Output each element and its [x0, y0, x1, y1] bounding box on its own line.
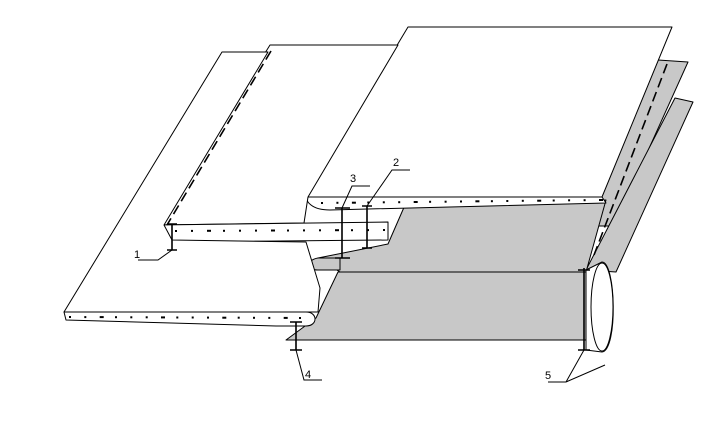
stitch-mark — [351, 229, 353, 232]
stitch-mark — [444, 200, 447, 203]
seam-line-left — [166, 50, 272, 226]
stitch-mark — [552, 199, 555, 202]
label-5: 5 — [545, 370, 551, 382]
stitch-mark — [351, 201, 356, 204]
stitch-mark — [335, 229, 339, 232]
stitch-mark — [145, 316, 148, 319]
stitch-mark — [255, 229, 257, 232]
label-1: 1 — [134, 249, 140, 261]
stitch-mark — [336, 201, 339, 204]
stitch-mark — [460, 200, 462, 203]
stitch-mark — [130, 316, 133, 319]
stitch-mark — [191, 229, 193, 232]
stitch-mark — [321, 202, 323, 204]
stitch-mark — [99, 316, 104, 319]
stitch-mark — [271, 229, 275, 232]
stitch-mark — [161, 316, 165, 319]
stitch-mark — [506, 200, 509, 202]
stitch-mark — [69, 316, 71, 318]
stitch-mark — [207, 229, 211, 232]
stitch-mark — [383, 229, 385, 231]
leader-3 — [341, 185, 370, 209]
stitch-mark — [84, 316, 87, 319]
leader-4 — [295, 349, 322, 381]
stitch-mark — [176, 316, 179, 319]
stitch-mark — [599, 199, 603, 201]
stitch-mark — [490, 200, 493, 203]
stitch-mark — [568, 199, 571, 202]
stitch-mark — [283, 316, 288, 319]
stitch-mark — [175, 230, 177, 232]
leader-5 — [548, 349, 606, 383]
stitch-row-top — [321, 199, 603, 204]
stitch-mark — [253, 316, 255, 319]
seam-line-right — [593, 63, 668, 256]
grey-ply-lower — [285, 271, 587, 341]
stitch-mark — [115, 316, 117, 319]
stitch-mark — [237, 316, 240, 319]
grey-ply-right-front — [585, 97, 694, 273]
leader-1 — [138, 249, 173, 261]
stitch-mark — [222, 316, 227, 319]
stitch-mark — [382, 201, 385, 204]
stitch-mark — [268, 316, 271, 319]
stitch-mark — [299, 317, 301, 319]
label-2: 2 — [393, 157, 399, 169]
stitch-mark — [319, 229, 321, 232]
white-ply-left — [63, 51, 321, 327]
stitch-row-middle — [175, 229, 385, 232]
stitch-mark — [583, 199, 586, 202]
stitch-mark — [429, 200, 432, 203]
stitch-mark — [303, 229, 305, 232]
stitch-mark — [537, 199, 542, 202]
stitch-row-left — [69, 316, 301, 319]
stitch-mark — [367, 229, 369, 232]
stitch-mark — [239, 229, 241, 232]
stitch-mark — [287, 229, 289, 232]
stitch-mark — [207, 316, 209, 319]
stitch-mark — [475, 200, 480, 203]
leader-2 — [366, 169, 410, 207]
stitch-mark — [367, 201, 370, 204]
stitch-mark — [398, 201, 401, 204]
stitch-mark — [223, 229, 225, 232]
stitch-mark — [521, 199, 524, 202]
tube-ellipse — [585, 261, 614, 353]
stitch-mark — [413, 201, 418, 203]
label-3: 3 — [350, 173, 356, 185]
label-4: 4 — [305, 369, 311, 381]
stitch-mark — [191, 316, 194, 319]
